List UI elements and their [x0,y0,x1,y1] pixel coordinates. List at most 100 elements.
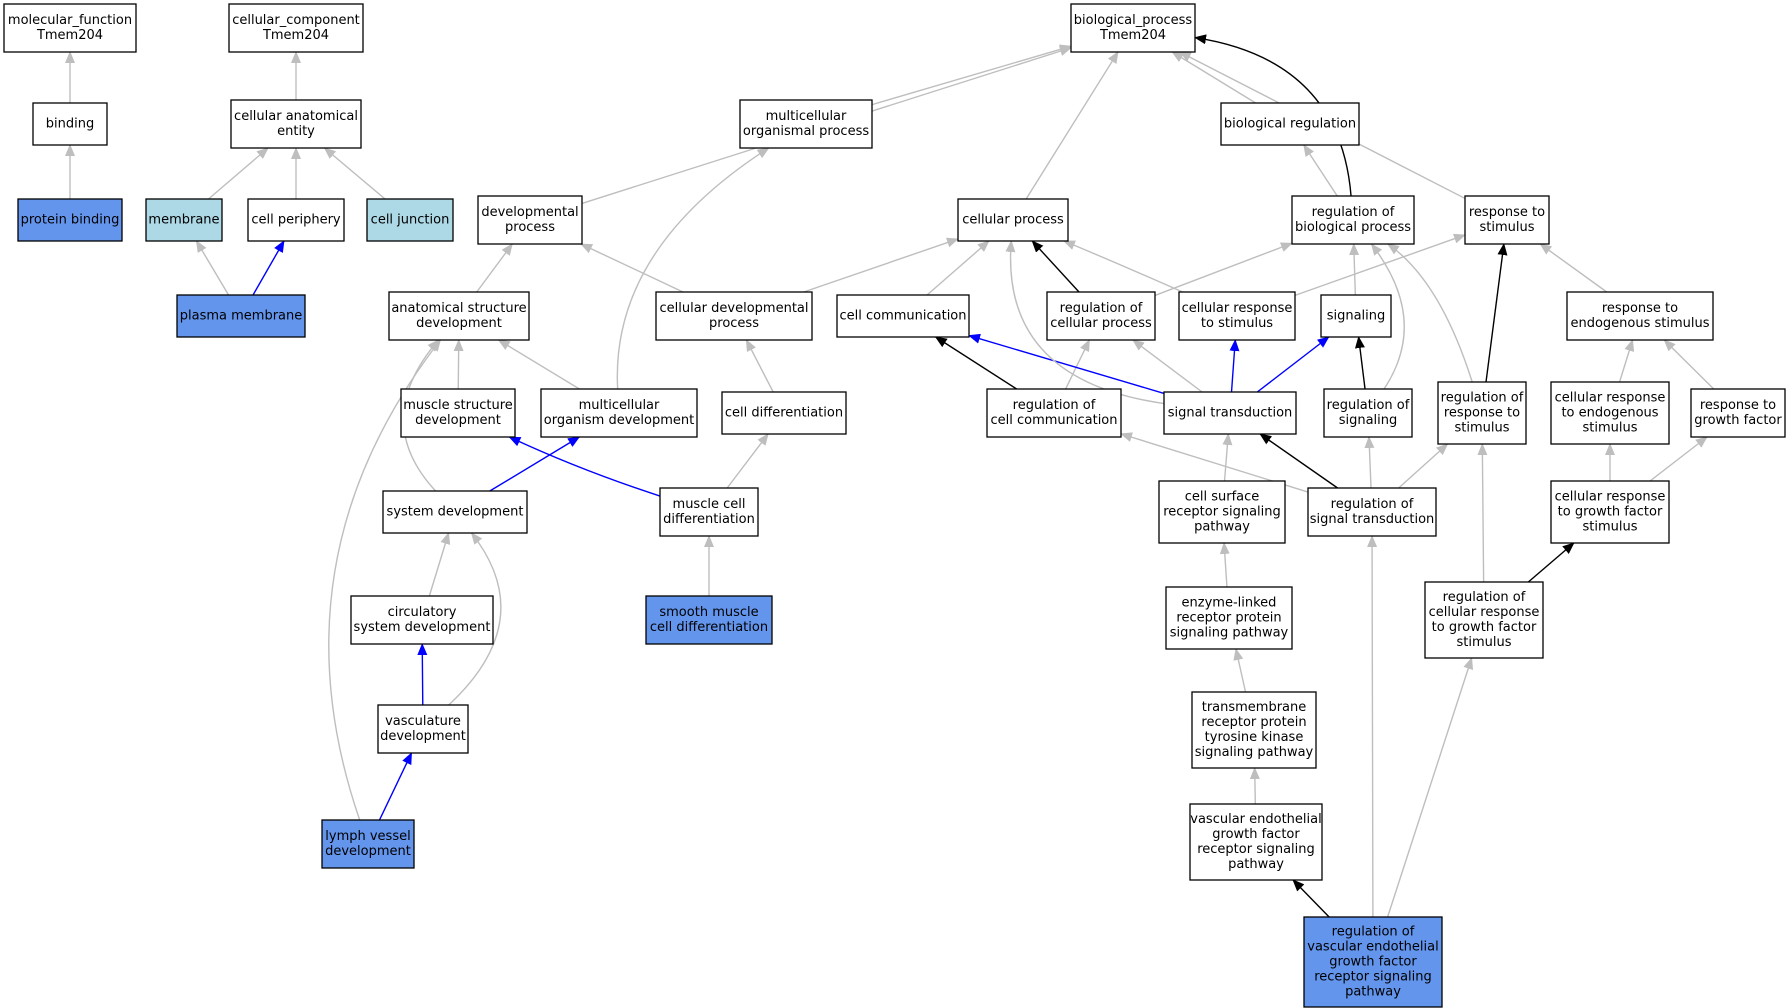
node-box[interactable] [1323,388,1413,438]
node-box[interactable] [1163,391,1297,435]
node-label-line: enzyme-linked [1182,596,1277,611]
node-box[interactable] [1307,487,1437,537]
node-box[interactable] [377,704,469,754]
node-box[interactable] [32,102,108,146]
node-box[interactable] [1550,381,1670,445]
edge-vegf-to-trptk [1249,767,1260,805]
node-box[interactable] [1550,480,1670,544]
node-box[interactable] [230,99,362,149]
node-box[interactable] [176,294,306,338]
node-box[interactable] [739,99,873,149]
node-label-line: process [709,316,759,331]
node-box[interactable] [1464,195,1550,245]
node-box[interactable] [321,819,415,869]
node-box[interactable] [1320,294,1392,338]
node-label-line: tyrosine kinase [1205,730,1304,745]
node-box[interactable] [1566,291,1714,341]
node-box[interactable] [17,198,123,242]
node-label-line: Tmem204 [36,28,103,43]
node-box[interactable] [1424,581,1544,659]
node-box[interactable] [1046,291,1156,341]
node-box[interactable] [655,291,813,341]
node-cell-periphery[interactable]: cell periphery [247,198,345,242]
node-box[interactable] [350,595,494,645]
node-box[interactable] [388,291,530,341]
node-box[interactable] [1303,916,1443,1008]
node-box[interactable] [957,198,1069,242]
node-membrane[interactable]: membrane [145,198,223,242]
node-box[interactable] [1690,388,1786,438]
node-box[interactable] [721,391,847,435]
node-box[interactable] [3,3,137,53]
edge-sig_trans-to-reg_cp [1132,339,1203,393]
node-binding[interactable]: binding [32,102,108,146]
node-box[interactable] [1291,195,1415,245]
node-box[interactable] [986,388,1122,438]
node-box[interactable] [1189,803,1323,881]
node-protein-binding[interactable]: protein binding [17,198,123,242]
node-box[interactable] [1070,3,1196,53]
node-box[interactable] [477,195,583,245]
node-box[interactable] [145,198,223,242]
node-signal-transduction[interactable]: signal transduction [1163,391,1297,435]
node-box[interactable] [1158,480,1286,544]
node-box[interactable] [382,490,528,534]
node-box[interactable] [1191,691,1317,769]
node-cell-junction[interactable]: cell junction [366,198,454,242]
node-label-line: stimulus [1454,421,1509,436]
node-biological-regulation[interactable]: biological regulation [1220,102,1360,146]
node-box[interactable] [400,388,516,438]
node-cell-differentiation[interactable]: cell differentiation [721,391,847,435]
node-label-line: development [380,729,466,744]
node-box[interactable] [836,294,970,338]
node-cell-communication[interactable]: cell communication [836,294,970,338]
node-signaling[interactable]: signaling [1320,294,1392,338]
node-box[interactable] [366,198,454,242]
node-box[interactable] [1178,291,1296,341]
node-box[interactable] [1437,381,1527,445]
node-box[interactable] [1220,102,1360,146]
node-box[interactable] [659,487,759,537]
node-box[interactable] [1165,586,1293,650]
node-cellular-process[interactable]: cellular process [957,198,1069,242]
node-plasma-membrane[interactable]: plasma membrane [176,294,306,338]
node-box[interactable] [247,198,345,242]
node-box[interactable] [540,388,698,438]
node-system-development[interactable]: system development [382,490,528,534]
node-box[interactable] [228,3,364,53]
node-box[interactable] [645,595,773,645]
